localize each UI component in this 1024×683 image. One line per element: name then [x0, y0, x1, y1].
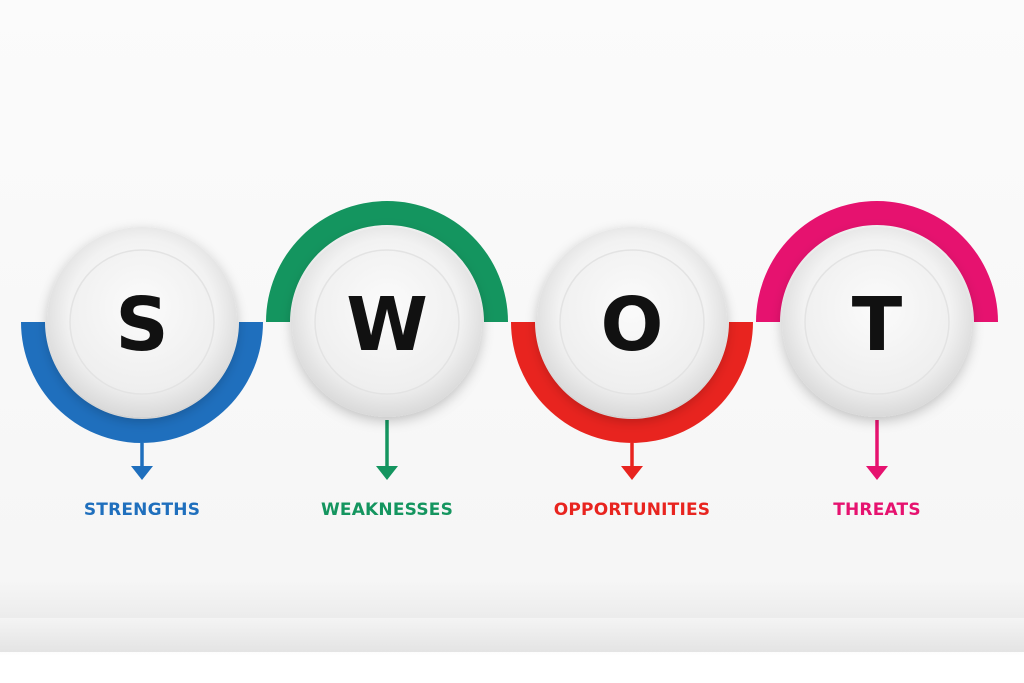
- swot-item-s: S: [21, 227, 263, 480]
- letter-disc-inner-o: [559, 249, 705, 395]
- caption-threats: THREATS: [833, 500, 921, 520]
- arc-band-s: [21, 322, 263, 443]
- swot-item-o: O: [511, 227, 753, 480]
- caption-strengths: STRENGTHS: [83, 500, 201, 520]
- letter-o: O: [601, 282, 664, 368]
- arrow-down-icon: [621, 443, 643, 480]
- letter-t: T: [852, 282, 903, 368]
- letter-disc-inner-t: [804, 249, 950, 395]
- arc-band-o: [511, 322, 753, 443]
- swot-item-t: T: [756, 201, 998, 480]
- arrow-down-icon: [866, 420, 888, 480]
- letter-disc-inner-w: [314, 249, 460, 395]
- arrow-down-icon: [376, 420, 398, 480]
- arc-band-t: [756, 201, 998, 322]
- caption-opportunities: OPPORTUNITIES: [553, 500, 711, 520]
- letter-w: W: [346, 282, 428, 368]
- arc-band-w: [266, 201, 508, 322]
- caption-weaknesses: WEAKNESSES: [320, 500, 454, 520]
- letter-disc-inner-s: [69, 249, 215, 395]
- arrow-down-icon: [131, 443, 153, 480]
- swot-item-w: W: [266, 201, 508, 480]
- letter-s: S: [115, 282, 168, 368]
- bottom-band: [0, 618, 1024, 652]
